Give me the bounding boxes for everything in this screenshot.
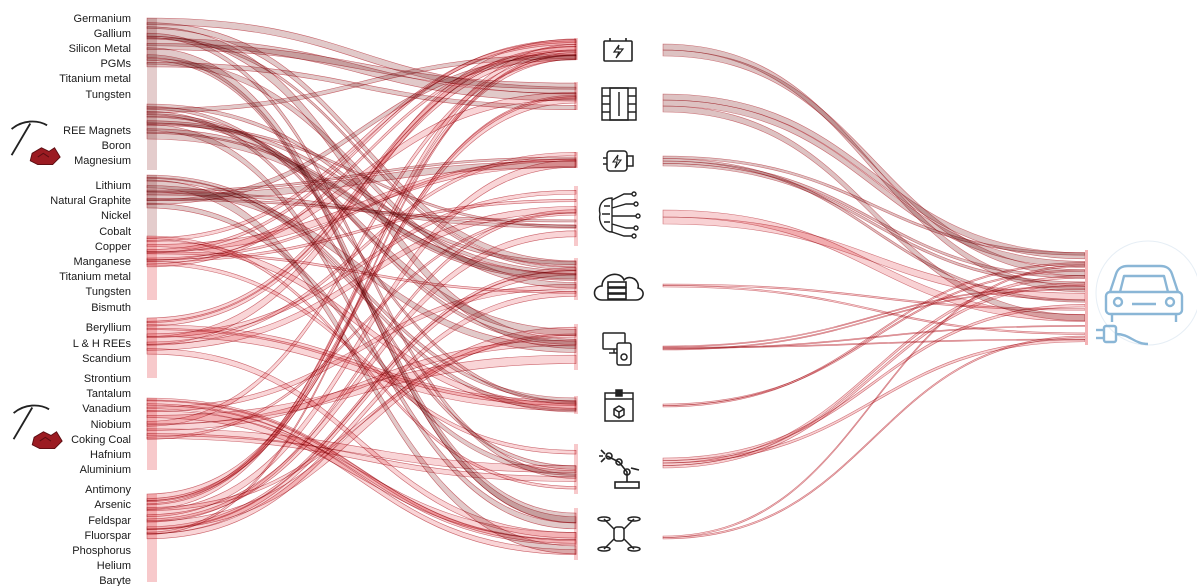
material-label: Germanium	[74, 13, 131, 25]
drone-icon	[597, 516, 641, 552]
material-label: Natural Graphite	[50, 195, 131, 207]
material-label: L & H REEs	[73, 338, 132, 350]
material-label: Phosphorus	[72, 545, 131, 557]
technology-icons	[593, 38, 644, 552]
flow-band	[146, 52, 577, 535]
material-label: Strontium	[84, 373, 131, 385]
flow-band	[146, 209, 577, 523]
material-label: Manganese	[74, 256, 132, 268]
material-label: Helium	[97, 560, 131, 572]
material-label: Lithium	[96, 180, 131, 192]
technology-to-vehicle-flows	[662, 43, 1088, 540]
flow-band	[662, 335, 1086, 540]
cloud-server-icon	[593, 273, 644, 301]
flow-band	[146, 198, 577, 263]
electric-motor-icon	[603, 150, 634, 172]
flow-band	[146, 212, 577, 440]
flow-band	[662, 49, 1086, 277]
material-label: Fluorspar	[85, 530, 132, 542]
material-label: Tungsten	[86, 89, 131, 101]
mining-pickaxe-icon	[12, 404, 64, 450]
material-label: Aluminium	[80, 464, 131, 476]
material-label: Niobium	[91, 419, 131, 431]
devices-icon	[602, 332, 632, 366]
material-label: REE Magnets	[63, 125, 131, 137]
material-label: Boron	[102, 140, 131, 152]
3d-printer-icon	[604, 389, 634, 422]
flow-band	[146, 54, 577, 205]
mining-pickaxe-icon	[10, 120, 62, 166]
material-label: Hafnium	[90, 449, 131, 461]
flow-band	[146, 62, 577, 110]
material-label: Coking Coal	[71, 434, 131, 446]
material-label: Gallium	[94, 28, 131, 40]
material-label: Tantalum	[86, 388, 131, 400]
material-label: Nickel	[101, 210, 131, 222]
flow-band	[146, 283, 577, 413]
material-label: Feldspar	[88, 515, 131, 527]
flow-band	[146, 94, 577, 502]
material-label: Beryllium	[86, 322, 131, 334]
flow-band	[146, 190, 577, 338]
material-label: PGMs	[100, 58, 131, 70]
material-label: Titanium metal	[59, 73, 131, 85]
material-to-technology-flows	[146, 17, 578, 582]
material-label: Silicon Metal	[69, 43, 131, 55]
material-label: Vanadium	[82, 403, 131, 415]
flow-band	[146, 152, 577, 346]
flow-band	[146, 44, 577, 510]
material-label: Arsenic	[94, 499, 131, 511]
material-label: Titanium metal	[59, 271, 131, 283]
flow-band	[146, 43, 577, 90]
fuel-cell-icon	[601, 87, 637, 121]
material-label: Copper	[95, 241, 131, 253]
flow-band	[146, 290, 577, 540]
material-label: Antimony	[85, 484, 131, 496]
digital-brain-icon	[598, 191, 641, 239]
material-label: Scandium	[82, 353, 131, 365]
flow-band	[146, 270, 577, 534]
flow-band	[146, 159, 577, 518]
robotic-arm-icon	[599, 449, 640, 489]
material-label: Baryte	[99, 575, 131, 586]
material-label: Magnesium	[74, 155, 131, 167]
battery-icon	[603, 38, 633, 62]
flow-band	[662, 99, 1086, 268]
electric-car-icon	[1095, 240, 1197, 346]
technology-node	[574, 186, 578, 246]
material-label: Tungsten	[86, 286, 131, 298]
material-node	[147, 236, 157, 300]
material-label: Cobalt	[99, 226, 131, 238]
vehicle-node	[1085, 250, 1088, 345]
material-label: Bismuth	[91, 302, 131, 314]
